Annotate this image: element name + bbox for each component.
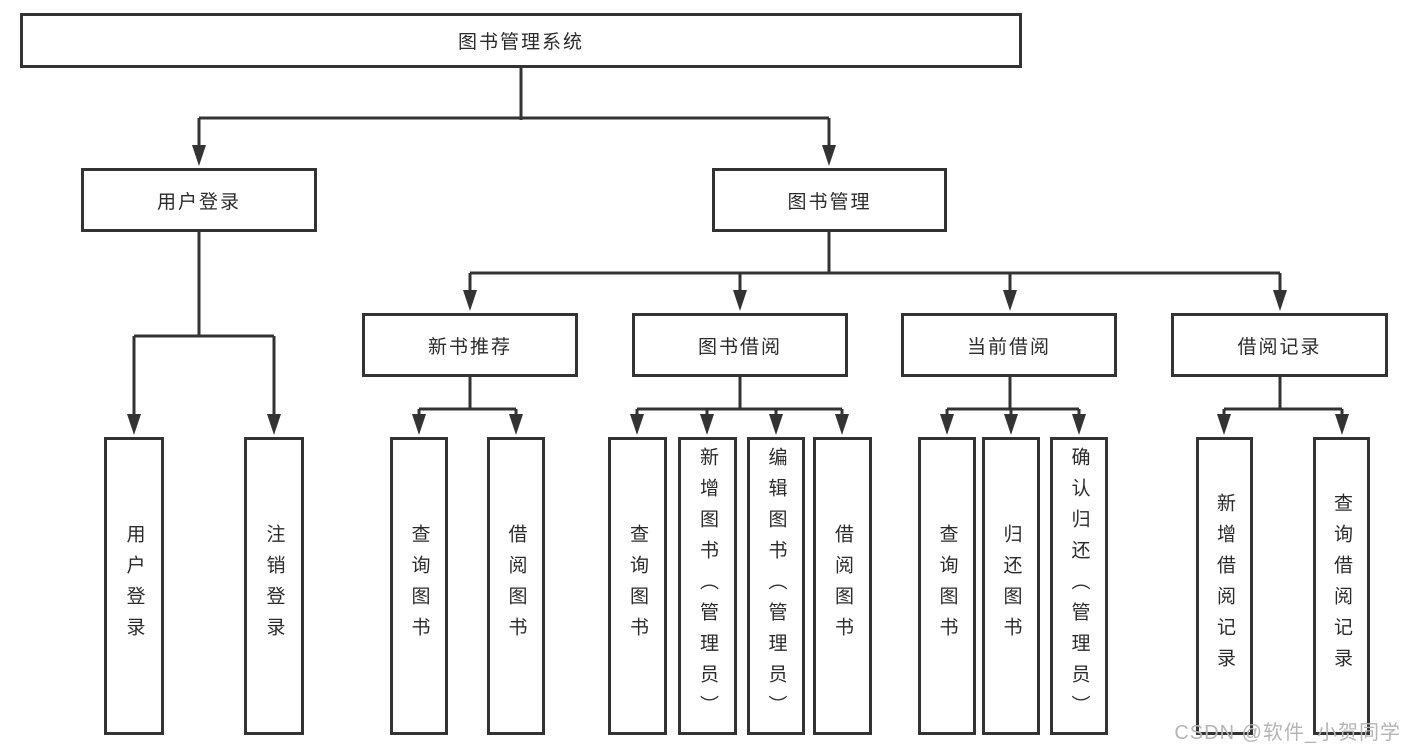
arrowhead [1217,414,1231,435]
node-new-book-recommend: 新书推荐 [362,313,578,377]
leaf-label: 新增图书（管理员） [697,446,718,726]
leaf-label: 归还图书 [1000,524,1022,648]
edge-current-borrow-to-leaves [940,377,1086,435]
leaf-label: 注销登录 [263,524,285,648]
leaf-user-login: 用户登录 [104,437,164,735]
edge-borrow-records-to-leaves [1217,377,1349,435]
edge-line [197,68,831,148]
arrowhead [1072,414,1086,435]
leaf-label: 查询图书 [936,524,958,648]
leaf-borrow-books-recommend: 借阅图书 [487,437,545,735]
leaf-label: 新增借阅记录 [1214,493,1235,679]
edge-line [945,377,1081,417]
arrowhead [192,145,206,166]
leaf-logout: 注销登录 [244,437,304,735]
leaf-label: 用户登录 [123,524,145,648]
arrowhead [733,290,747,311]
edge-line [468,232,1282,293]
leaf-edit-book-admin: 编辑图书（管理员） [747,437,805,735]
edge-new-book-recommend-to-leaves [412,377,523,435]
arrowhead [1335,414,1349,435]
node-current-borrow: 当前借阅 [901,313,1117,377]
arrowhead [700,414,714,435]
csdn-watermark: CSDN @软件_小贺同学 [1174,722,1401,744]
node-label: 图书管理系统 [457,32,584,53]
leaf-query-books-current: 查询图书 [918,437,976,735]
leaf-label: 查询图书 [408,524,430,648]
node-book-management: 图书管理 [712,168,947,232]
arrowhead [822,145,836,166]
edge-line [1222,377,1344,417]
edge-line [132,232,276,417]
node-label: 图书管理 [787,191,872,213]
node-label: 借阅记录 [1237,336,1322,358]
node-book-borrow: 图书借阅 [632,313,848,377]
leaf-label: 借阅图书 [505,524,527,648]
edge-book-borrow-to-leaves [630,377,849,435]
edge-book-management-to-level3 [463,232,1287,311]
edge-root-to-level2 [192,68,836,166]
leaf-query-books-recommend: 查询图书 [390,437,448,735]
leaf-add-borrow-record: 新增借阅记录 [1196,437,1253,735]
arrowhead [509,414,523,435]
arrowhead [1004,414,1018,435]
node-label: 用户登录 [156,191,241,213]
node-label: 图书借阅 [697,336,782,358]
arrowhead [267,414,281,435]
leaf-label: 查询图书 [627,524,648,648]
node-label: 当前借阅 [966,336,1051,358]
leaf-borrow-books: 借阅图书 [813,437,872,735]
leaf-label: 借阅图书 [832,524,853,648]
leaf-confirm-return-admin: 确认归还（管理员） [1050,437,1108,735]
arrowhead [835,414,849,435]
node-label: 新书推荐 [427,336,512,358]
node-borrow-records: 借阅记录 [1171,313,1388,377]
leaf-label: 查询借阅记录 [1331,493,1352,679]
arrowhead [127,414,141,435]
edge-line [635,377,844,417]
leaf-add-book-admin: 新增图书（管理员） [678,437,737,735]
arrowhead [412,414,426,435]
leaf-return-books: 归还图书 [982,437,1040,735]
arrowhead [463,290,477,311]
arrowhead [1003,290,1017,311]
arrowhead [769,414,783,435]
node-root-library-system: 图书管理系统 [20,13,1022,68]
leaf-query-books-borrow: 查询图书 [608,437,667,735]
leaf-query-borrow-record: 查询借阅记录 [1313,437,1370,735]
node-user-login: 用户登录 [81,168,317,232]
arrowhead [630,414,644,435]
leaf-label: 编辑图书（管理员） [765,446,787,726]
leaf-label: 确认归还（管理员） [1068,446,1090,726]
arrowhead [1273,290,1287,311]
edge-line [417,377,518,417]
arrowhead [940,414,954,435]
edge-user-login-to-leaves [127,232,281,435]
